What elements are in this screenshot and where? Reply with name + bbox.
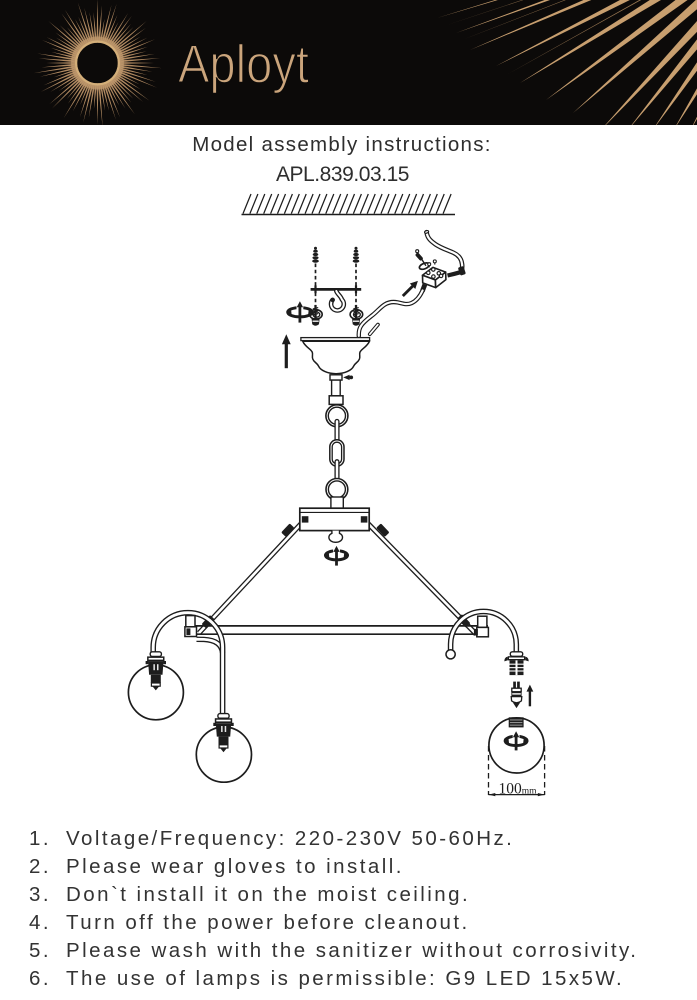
svg-text:Aployt: Aployt	[178, 35, 309, 95]
svg-text:100mm: 100mm	[499, 780, 538, 797]
